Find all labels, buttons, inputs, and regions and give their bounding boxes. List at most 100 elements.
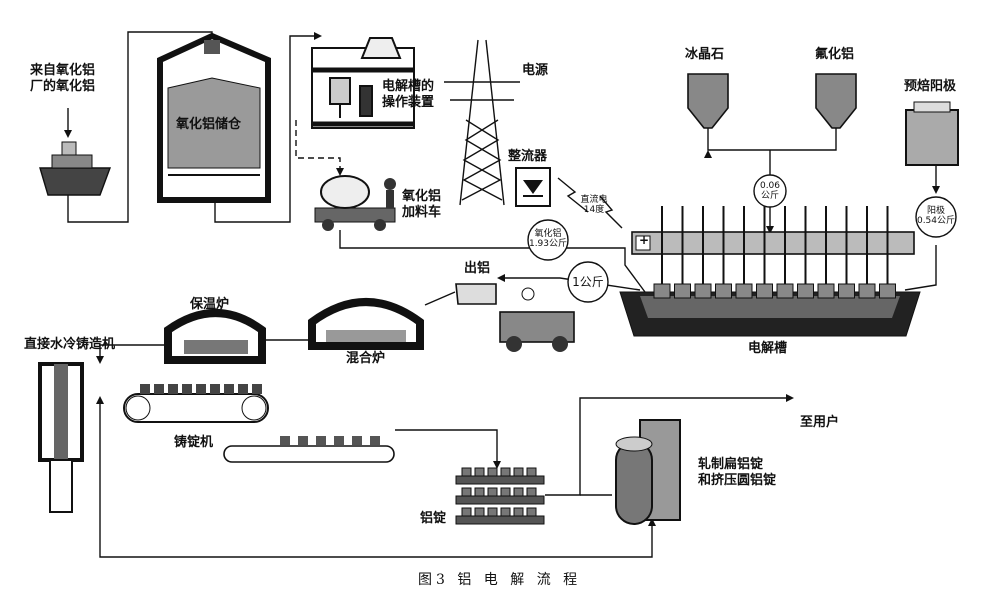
aluminum-fluoride-hopper xyxy=(815,73,857,129)
fluoride-qty-text: 0.06 公斤 xyxy=(750,181,790,202)
anode-qty-line1: 阳极 xyxy=(926,206,945,216)
label-mixing-furnace: 混合炉 xyxy=(346,351,386,366)
conveyor-ingot xyxy=(280,436,290,445)
stacked-ingots xyxy=(461,467,537,517)
stacked-ingot xyxy=(500,467,511,477)
label-to-user: 至用户 xyxy=(800,415,840,430)
stacked-ingot xyxy=(487,467,498,477)
anode-qty-line2: 0.54公斤 xyxy=(916,215,956,226)
figure-caption: 图3 铝 电 解 流 程 xyxy=(418,572,582,588)
anode-block xyxy=(838,283,855,299)
label-rectifier: 整流器 xyxy=(508,149,548,164)
label-storage-bin: 氧化铝储仓 xyxy=(176,117,242,132)
conveyor-ingot xyxy=(316,436,326,445)
power-tower-icon xyxy=(444,39,520,206)
dc-casting-machine xyxy=(38,362,84,513)
cryolite-hopper xyxy=(687,73,729,129)
ingot-mold xyxy=(252,384,262,394)
alumina-feeding-car xyxy=(314,175,396,231)
alumina-storage-bin xyxy=(157,32,271,203)
label-prebaked-anode: 预焙阳极 xyxy=(904,79,957,94)
stacked-ingot xyxy=(526,487,537,497)
label-dc-casting: 直接水冷铸造机 xyxy=(24,337,116,352)
stacked-ingot xyxy=(474,507,485,517)
alumina-qty-line1: 氧化铝 xyxy=(534,229,562,239)
conveyor-ingot xyxy=(298,436,308,445)
label-rolled-products: 轧制扁铝锭 xyxy=(698,457,764,472)
anode-block xyxy=(797,283,814,299)
stacked-ingot xyxy=(461,467,472,477)
label-ingot-caster: 铸锭机 xyxy=(174,435,214,450)
anode-block xyxy=(694,283,712,299)
anode-block xyxy=(735,283,753,299)
label-alumina-source: 来自氧化铝 xyxy=(30,63,96,78)
stacked-ingot xyxy=(500,487,511,497)
stacked-ingot xyxy=(513,507,524,517)
ingot-mold xyxy=(168,384,178,394)
rolled-products-icon xyxy=(615,419,681,525)
flow-lines xyxy=(67,31,937,558)
stacked-ingot xyxy=(487,487,498,497)
label-feeding-car-2: 加料车 xyxy=(402,205,442,220)
ship-icon xyxy=(39,141,112,196)
label-aluminum-fluoride: 氟化铝 xyxy=(815,47,855,62)
aluminum-out-circle xyxy=(567,261,609,303)
ingot-molds xyxy=(140,384,262,394)
alumina-qty-line2: 1.93公斤 xyxy=(528,238,568,249)
cooling-conveyor xyxy=(223,445,395,463)
fluoride-qty-line1: 0.06 xyxy=(759,181,781,191)
ingot-mold xyxy=(238,384,248,394)
cell-operating-device xyxy=(311,37,415,129)
anode-block xyxy=(776,283,794,299)
stacked-ingot xyxy=(487,507,498,517)
anode-block xyxy=(756,283,773,299)
stacked-ingot xyxy=(500,507,511,517)
ingot-mold xyxy=(196,384,206,394)
anode-qty-circle xyxy=(915,196,957,238)
anode-block xyxy=(674,283,691,299)
conveyor-ingot xyxy=(370,436,380,445)
label-electrolytic-cell: 电解槽 xyxy=(748,341,788,356)
conveyor-ingots xyxy=(280,436,380,445)
aluminum-out-line: 1公斤 xyxy=(572,275,604,289)
alumina-qty-circle xyxy=(527,219,569,261)
label-holding-furnace: 保温炉 xyxy=(190,297,230,312)
anode-qty-text: 阳极 0.54公斤 xyxy=(912,206,960,227)
label-operating-device: 电解槽的 xyxy=(382,79,435,94)
alumina-qty-text: 氧化铝 1.93公斤 xyxy=(524,229,572,250)
rectifier-icon xyxy=(515,167,551,207)
ingot-casting-machine xyxy=(123,393,269,423)
label-rolled-products-2: 和挤压圆铝锭 xyxy=(698,473,777,488)
fluoride-qty-line2: 公斤 xyxy=(760,190,779,201)
anode-block xyxy=(879,283,896,299)
anode-block xyxy=(653,283,671,299)
stacked-ingot xyxy=(513,487,524,497)
label-operating-device-2: 操作装置 xyxy=(382,95,435,110)
tapping-truck xyxy=(455,283,575,352)
anode-block xyxy=(817,283,835,299)
ingot-mold xyxy=(210,384,220,394)
label-power-source: 电源 xyxy=(522,63,549,78)
plus-sign: + xyxy=(639,233,650,247)
dc-power-text: 直流电 14度 xyxy=(574,195,614,216)
dc-power-line2: 14度 xyxy=(583,204,605,215)
mixing-furnace xyxy=(308,298,424,350)
label-alumina-source-2: 厂的氧化铝 xyxy=(30,79,96,94)
ingot-mold xyxy=(154,384,164,394)
label-ingot: 铝锭 xyxy=(420,511,447,526)
aluminum-out-text: 1公斤 xyxy=(566,275,610,289)
stacked-ingot xyxy=(513,467,524,477)
ingot-mold xyxy=(224,384,234,394)
quantity-circles xyxy=(527,174,957,303)
stacked-ingot xyxy=(474,487,485,497)
stacked-ingot xyxy=(526,467,537,477)
stacked-ingot xyxy=(526,507,537,517)
fluoride-qty-circle xyxy=(753,174,787,208)
label-cryolite: 冰晶石 xyxy=(685,47,725,62)
stacked-ingot xyxy=(461,487,472,497)
conveyor-ingot xyxy=(334,436,344,445)
anode-rods xyxy=(653,206,896,299)
dc-power-line1: 直流电 xyxy=(580,195,608,205)
ingot-mold xyxy=(182,384,192,394)
